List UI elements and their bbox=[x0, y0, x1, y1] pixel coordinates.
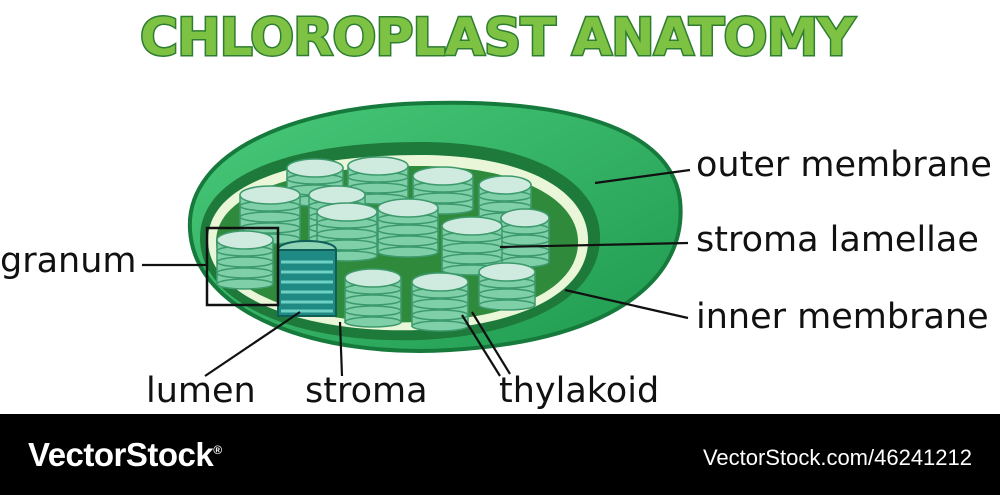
thylakoid-stack bbox=[500, 208, 550, 268]
label-stroma: stroma bbox=[305, 371, 428, 411]
image-id-url: VectorStock.com/46241212 bbox=[702, 445, 972, 470]
chloroplast-diagram: CHLOROPLAST ANATOMY bbox=[139, 7, 859, 377]
leader-lines bbox=[142, 168, 691, 377]
granum-highlight-box bbox=[205, 226, 280, 307]
thylakoid-stack bbox=[344, 268, 402, 328]
thylakoid-stack bbox=[239, 185, 301, 245]
grana-group bbox=[216, 156, 550, 332]
label-outer-membrane: outer membrane bbox=[696, 145, 992, 185]
thylakoid-stack bbox=[316, 202, 378, 262]
watermark-footer: VectorStock® VectorStock.com/46241212 bbox=[0, 414, 1000, 495]
lumen-stack bbox=[276, 240, 338, 317]
thylakoid-stack bbox=[216, 230, 274, 290]
diagram-title: CHLOROPLAST ANATOMY bbox=[140, 8, 856, 68]
label-granum: granum bbox=[0, 241, 137, 281]
thylakoid-stack bbox=[412, 166, 474, 215]
registered-mark: ® bbox=[213, 443, 222, 457]
thylakoid-stack bbox=[478, 262, 536, 311]
label-lumen: lumen bbox=[146, 371, 256, 411]
brand-name: VectorStock bbox=[28, 436, 214, 473]
thylakoid-stack bbox=[441, 216, 503, 276]
brand-logo: VectorStock® bbox=[28, 436, 222, 474]
thylakoid-stack bbox=[347, 156, 409, 205]
thylakoid-stack bbox=[411, 272, 469, 332]
label-stroma-lamellae: stroma lamellae bbox=[696, 220, 979, 260]
label-inner-membrane: inner membrane bbox=[696, 297, 989, 337]
label-thylakoid: thylakoid bbox=[499, 371, 660, 411]
thylakoid-stack bbox=[377, 198, 439, 258]
